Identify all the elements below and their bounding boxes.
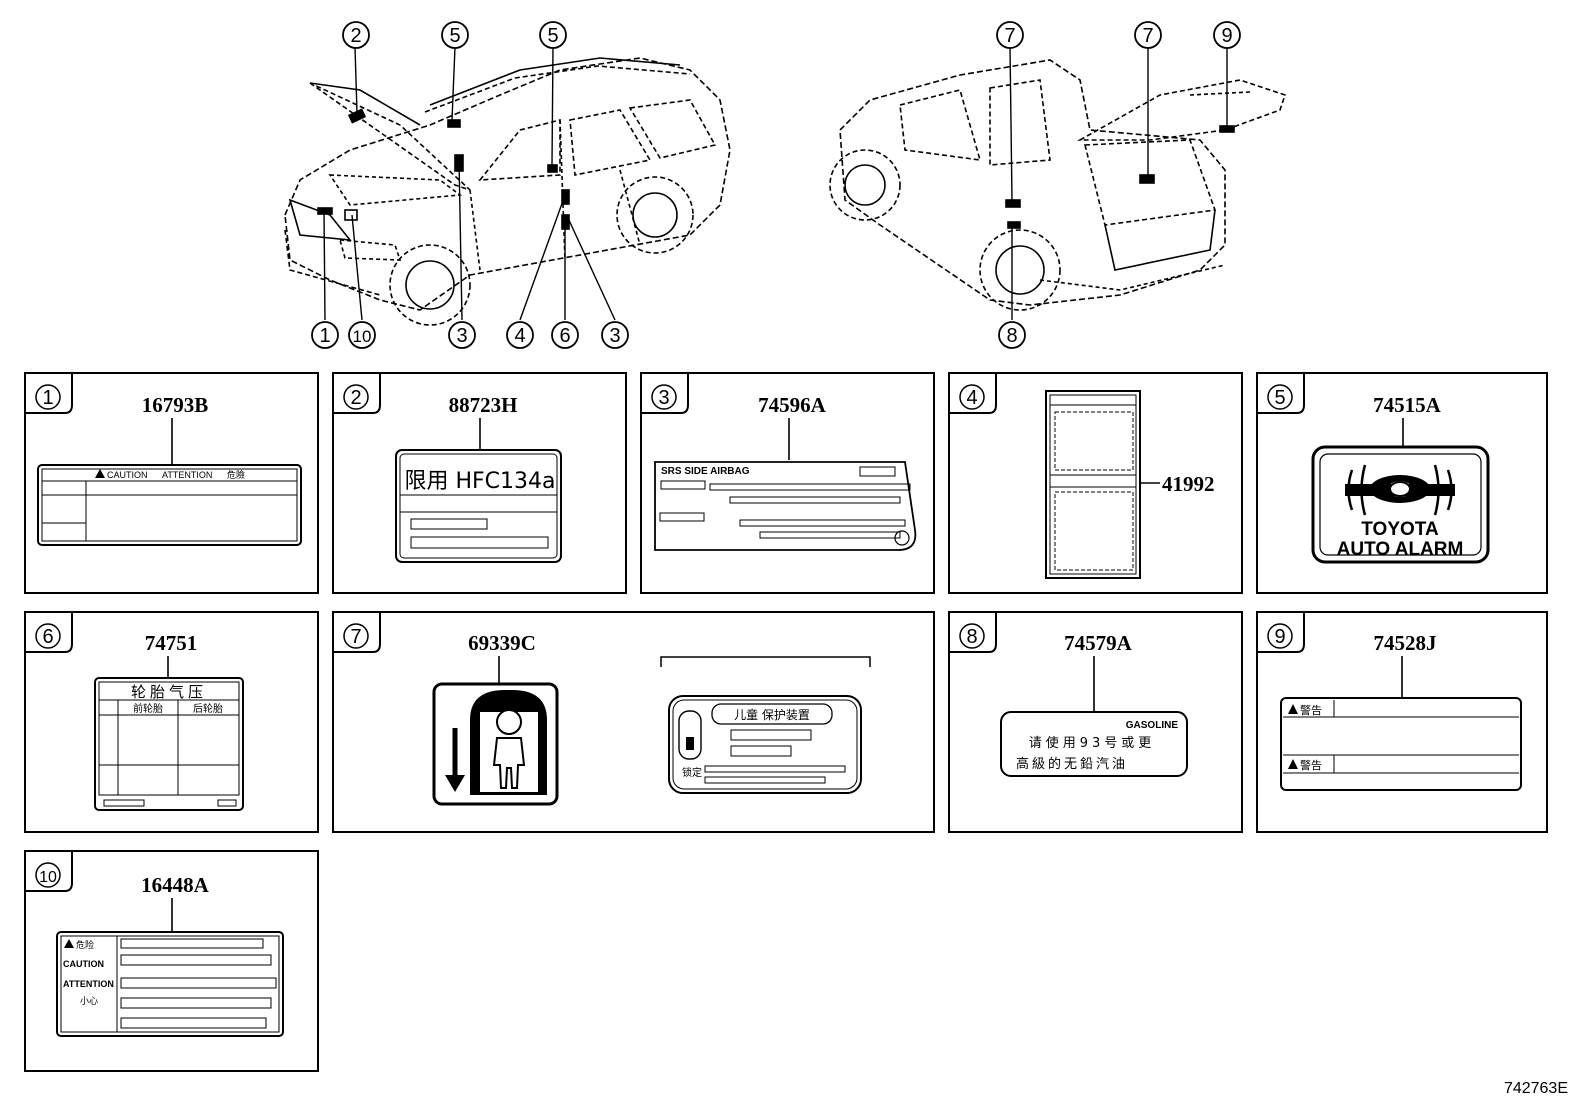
svg-text:3: 3: [456, 325, 467, 347]
callout-7a: 7: [996, 21, 1024, 49]
svg-text:10: 10: [39, 869, 57, 886]
svg-text:1: 1: [319, 325, 330, 347]
callout-markers: 2 5 5 7 7 9 1 10 3 4 6 3 8: [311, 21, 1241, 349]
svg-text:8: 8: [966, 626, 977, 648]
svg-text:74515A: 74515A: [1373, 393, 1442, 417]
svg-text:1: 1: [42, 387, 53, 409]
svg-text:AUTO ALARM: AUTO ALARM: [1337, 539, 1464, 560]
callout-7b: 7: [1134, 21, 1162, 49]
svg-text:限用 HFC134a: 限用 HFC134a: [404, 469, 555, 494]
panel-7: 7 69339C 儿童 保护装置 锁定: [332, 611, 935, 833]
diagram-code: 742763E: [1504, 1080, 1568, 1097]
panel-5: 5 74515A TOYOTA AUTO ALARM: [1256, 372, 1548, 594]
svg-text:74751: 74751: [145, 631, 198, 655]
svg-text:7: 7: [1004, 25, 1015, 47]
svg-text:请使用93号或更: 请使用93号或更: [1029, 735, 1156, 751]
svg-text:2: 2: [350, 25, 361, 47]
callout-5b: 5: [539, 21, 567, 49]
svg-text:5: 5: [449, 25, 460, 47]
callout-3a: 3: [448, 321, 476, 349]
svg-text:5: 5: [547, 25, 558, 47]
svg-text:CAUTION: CAUTION: [107, 470, 148, 480]
rear-leader-lines: [1009, 46, 1228, 320]
svg-text:前轮胎: 前轮胎: [133, 702, 163, 715]
svg-text:6: 6: [42, 626, 53, 648]
svg-text:3: 3: [658, 387, 669, 409]
panel-1: 1 16793B CAUTION ATTENTION 危險: [24, 372, 319, 594]
svg-text:74528J: 74528J: [1374, 631, 1437, 655]
svg-text:74579A: 74579A: [1064, 631, 1133, 655]
svg-text:7: 7: [350, 626, 361, 648]
panel-8: 8 74579A GASOLINE 请使用93号或更 高級的无鉛汽油: [948, 611, 1243, 833]
front-vehicle-illustration: [284, 57, 731, 326]
panel-9: 9 74528J 警告 警告: [1256, 611, 1548, 833]
callout-9: 9: [1213, 21, 1241, 49]
panel-6: 6 74751 轮胎气压 前轮胎 后轮胎: [24, 611, 319, 833]
svg-text:10: 10: [353, 327, 372, 346]
label-panels: 1 16793B CAUTION ATTENTION 危險 2 88723H: [24, 372, 1548, 1072]
svg-text:CAUTION: CAUTION: [63, 959, 104, 969]
svg-text:警告: 警告: [1300, 703, 1322, 717]
svg-text:6: 6: [559, 325, 570, 347]
svg-text:高級的无鉛汽油: 高級的无鉛汽油: [1016, 756, 1128, 772]
callout-6: 6: [551, 321, 579, 349]
svg-text:ATTENTION: ATTENTION: [162, 470, 212, 480]
callout-4: 4: [506, 321, 534, 349]
svg-text:9: 9: [1221, 25, 1232, 47]
svg-text:轮胎气压: 轮胎气压: [131, 683, 207, 701]
svg-text:41992: 41992: [1162, 472, 1215, 496]
svg-text:锁定: 锁定: [682, 766, 702, 779]
rear-vehicle-illustration: [829, 59, 1287, 311]
svg-text:5: 5: [1274, 387, 1285, 409]
svg-text:4: 4: [966, 387, 977, 409]
part-number: 16793B: [142, 393, 209, 417]
svg-text:小心: 小心: [80, 996, 98, 1007]
panel-3: 3 74596A SRS SIDE AIRBAG: [640, 372, 935, 594]
callout-3b: 3: [601, 321, 629, 349]
svg-text:9: 9: [1274, 626, 1285, 648]
svg-text:GASOLINE: GASOLINE: [1126, 720, 1179, 731]
callout-8: 8: [998, 321, 1026, 349]
svg-text:69339C: 69339C: [468, 631, 536, 655]
svg-text:后轮胎: 后轮胎: [193, 702, 223, 715]
callout-1: 1: [311, 321, 339, 349]
callout-5a: 5: [441, 21, 469, 49]
svg-text:16448A: 16448A: [141, 873, 210, 897]
svg-text:88723H: 88723H: [449, 393, 518, 417]
svg-text:2: 2: [350, 387, 361, 409]
svg-text:3: 3: [609, 325, 620, 347]
svg-text:SRS SIDE AIRBAG: SRS SIDE AIRBAG: [661, 466, 750, 477]
svg-text:8: 8: [1006, 325, 1017, 347]
svg-text:危险: 危险: [76, 939, 94, 951]
svg-text:TOYOTA: TOYOTA: [1361, 519, 1439, 540]
svg-text:危險: 危險: [227, 469, 245, 481]
panel-2: 2 88723H 限用 HFC134a: [332, 372, 627, 594]
svg-text:儿童 保护装置: 儿童 保护装置: [734, 707, 810, 722]
callout-10: 10: [348, 321, 376, 349]
panel-4: 4 41992: [948, 372, 1243, 594]
panel-10: 10 16448A 危险 CAUTION ATTENTION 小心: [24, 850, 319, 1072]
svg-text:7: 7: [1142, 25, 1153, 47]
front-leader-lines: [323, 46, 616, 321]
svg-text:警告: 警告: [1300, 758, 1322, 772]
callout-2: 2: [342, 21, 370, 49]
svg-text:74596A: 74596A: [758, 393, 827, 417]
svg-text:4: 4: [514, 325, 525, 347]
svg-text:ATTENTION: ATTENTION: [63, 979, 114, 989]
